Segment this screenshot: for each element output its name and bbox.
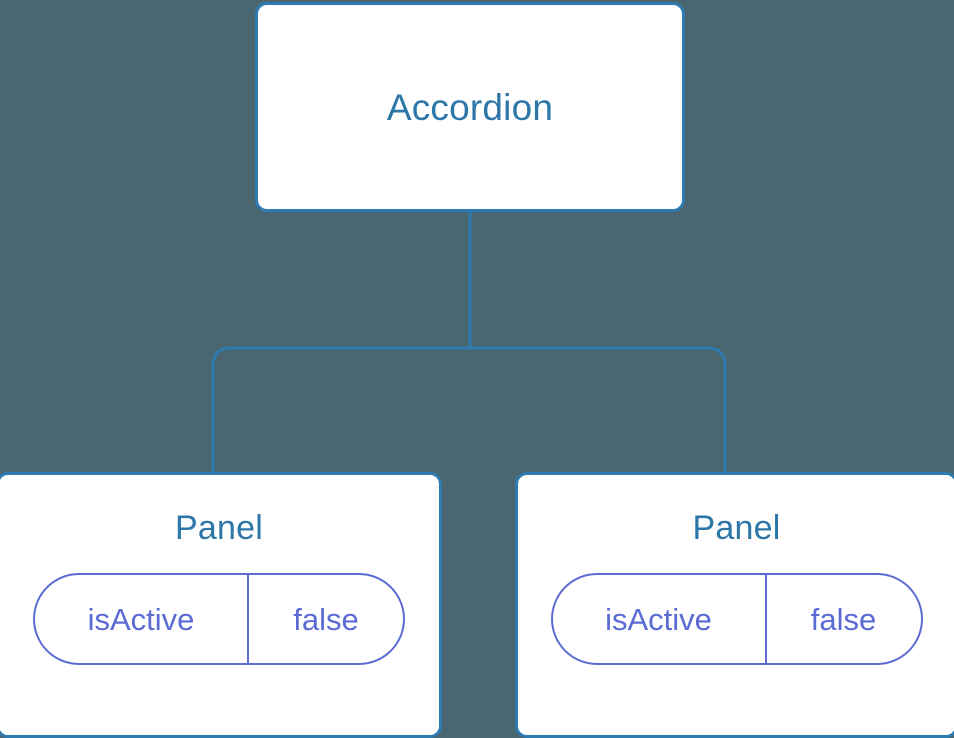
state-value: false bbox=[293, 601, 359, 637]
node-panel-2[interactable]: Panel isActive false bbox=[515, 472, 954, 738]
edge-to-panel-1 bbox=[211, 346, 470, 474]
node-title: Accordion bbox=[386, 86, 554, 128]
node-title: Panel bbox=[692, 509, 781, 547]
node-title: Panel bbox=[175, 509, 263, 547]
node-accordion[interactable]: Accordion bbox=[255, 2, 685, 212]
state-value: false bbox=[810, 601, 877, 637]
state-key: isActive bbox=[35, 575, 249, 663]
state-key: isActive bbox=[553, 575, 767, 663]
edge-to-panel-2 bbox=[470, 346, 727, 474]
state-pill[interactable]: isActive false bbox=[550, 573, 923, 665]
state-pill[interactable]: isActive false bbox=[33, 573, 405, 665]
node-panel-1[interactable]: Panel isActive false bbox=[0, 472, 442, 738]
